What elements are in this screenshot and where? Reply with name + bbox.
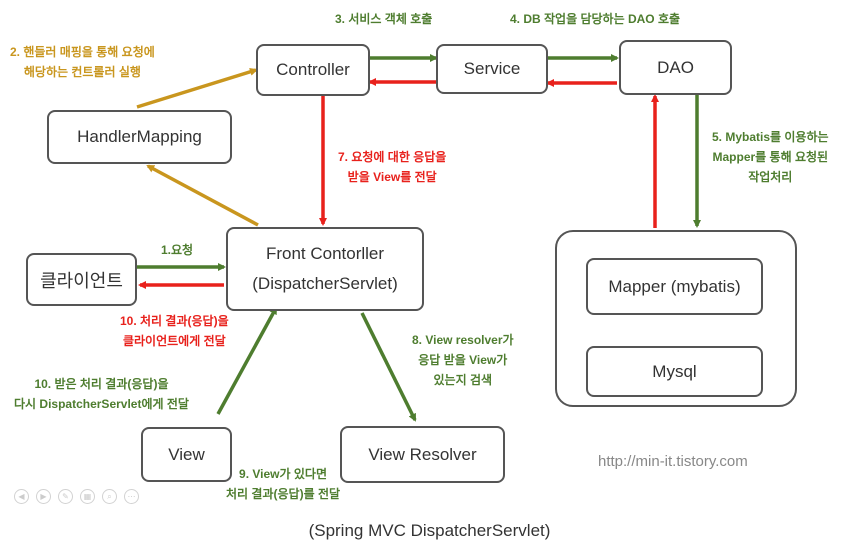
front-controller-box: Front Contorller (DispatcherServlet) — [226, 227, 424, 311]
dao-label: DAO — [657, 57, 694, 77]
client-label: 클라이언트 — [40, 270, 123, 291]
step-4-label: 4. DB 작업을 담당하는 DAO 호출 — [510, 12, 681, 26]
mapper-label: Mapper (mybatis) — [608, 276, 741, 296]
client-box: 클라이언트 — [26, 253, 137, 306]
view-resolver-label: View Resolver — [368, 444, 477, 464]
mapper-box: Mapper (mybatis) — [586, 258, 763, 315]
next-icon[interactable]: ▶ — [36, 489, 51, 504]
front-controller-label-1: Front Contorller — [265, 244, 385, 263]
step-10b-label: 10. 처리 결과(응답)을 클라이언트에게 전달 — [120, 314, 229, 348]
caption: (Spring MVC DispatcherServlet) — [308, 521, 551, 540]
step-5-label: 5. Mybatis를 이용하는 Mapper를 통해 요청된 작업처리 — [712, 130, 829, 184]
view-resolver-box: View Resolver — [340, 426, 505, 483]
arrow-front-to-handlermapping — [146, 164, 259, 227]
controller-label: Controller — [276, 60, 350, 79]
step-2-label: 2. 핸들러 매핑을 통해 요청에 해당하는 컨트롤러 실행 — [10, 45, 155, 79]
prev-icon[interactable]: ◀ — [14, 489, 29, 504]
front-controller-label-2: (DispatcherServlet) — [252, 274, 398, 293]
arrow-view-to-front — [216, 306, 278, 415]
more-icon[interactable]: ⋯ — [124, 489, 139, 504]
handler-mapping-box: HandlerMapping — [47, 110, 232, 164]
step-3-label: 3. 서비스 객체 호출 — [335, 12, 433, 26]
step-10a-label: 10. 받은 처리 결과(응답)을 다시 DispatcherServlet에게… — [14, 377, 189, 411]
arrow-front-to-viewresolver — [360, 312, 417, 422]
pen-icon[interactable]: ✎ — [58, 489, 73, 504]
zoom-icon[interactable]: ⌕ — [102, 489, 117, 504]
dao-box: DAO — [619, 40, 732, 95]
handler-mapping-label: HandlerMapping — [77, 127, 202, 146]
service-box: Service — [436, 44, 548, 94]
view-label: View — [168, 444, 205, 464]
mysql-label: Mysql — [652, 361, 697, 381]
step-1-label: 1.요청 — [161, 243, 194, 257]
view-box: View — [141, 427, 232, 482]
step-7-label: 7. 요청에 대한 응답을 받을 View를 전달 — [338, 150, 447, 184]
mysql-box: Mysql — [586, 346, 763, 397]
watermark: http://min-it.tistory.com — [598, 453, 748, 470]
arrow-handlermapping-to-controller — [136, 67, 258, 109]
controller-box: Controller — [256, 44, 370, 96]
service-label: Service — [463, 59, 521, 78]
grid-icon[interactable]: ▦ — [80, 489, 95, 504]
step-8-label: 8. View resolver가 응답 받을 View가 있는지 검색 — [412, 333, 514, 387]
step-9-label: 9. View가 있다면 처리 결과(응답)를 전달 — [226, 467, 341, 501]
